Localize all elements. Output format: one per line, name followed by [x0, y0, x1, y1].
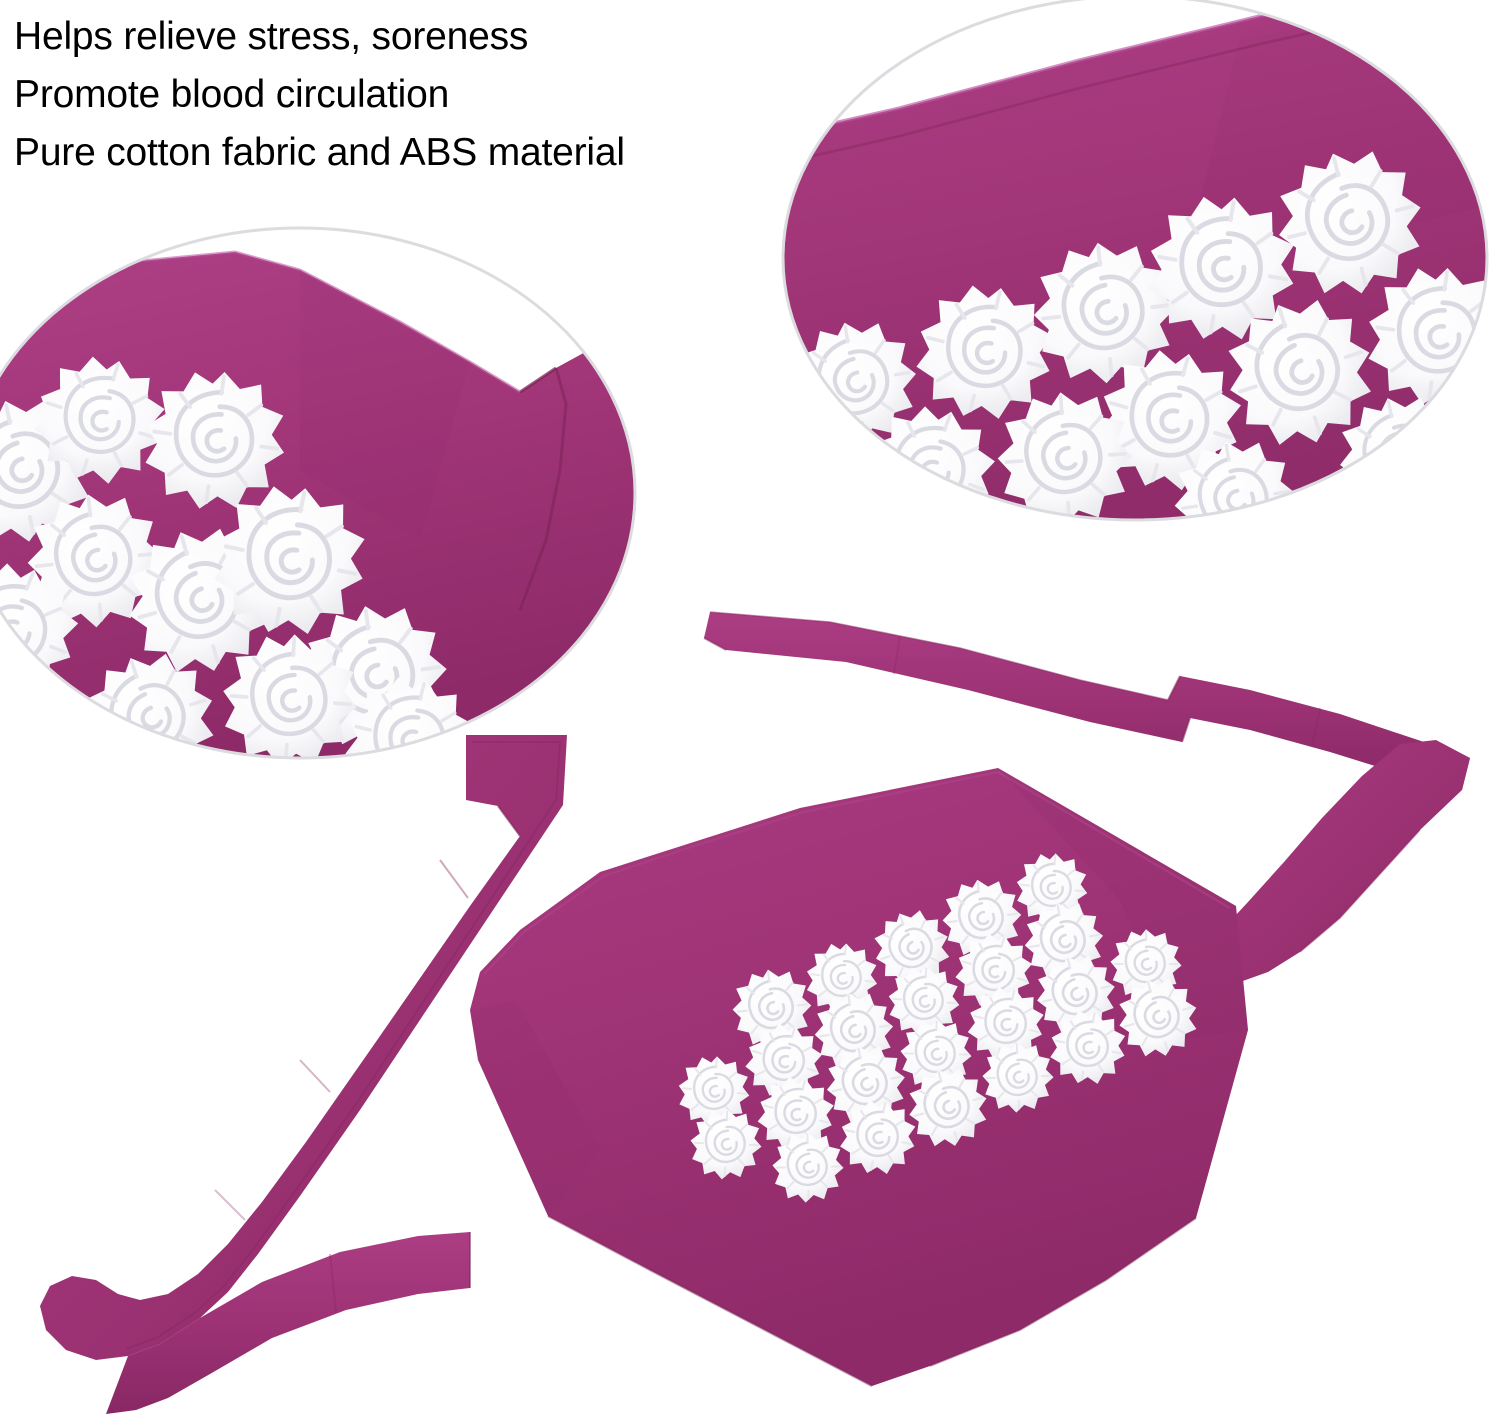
inset-right-border: [781, 0, 1489, 522]
spike: [783, 407, 885, 520]
feature-line-2: Promote blood circulation: [14, 73, 450, 116]
feature-line-3: Pure cotton fabric and ABS material: [14, 131, 625, 174]
feature-line-1: Helps relieve stress, soreness: [14, 15, 529, 58]
left-shoulder-strap: [40, 735, 567, 1360]
left-strap-tail: [106, 1232, 471, 1414]
inset-left-border: [0, 226, 637, 760]
detached-waist-strap: [703, 611, 1470, 790]
feature-text-block: Helps relieve stress, soreness Promote b…: [14, 8, 834, 182]
